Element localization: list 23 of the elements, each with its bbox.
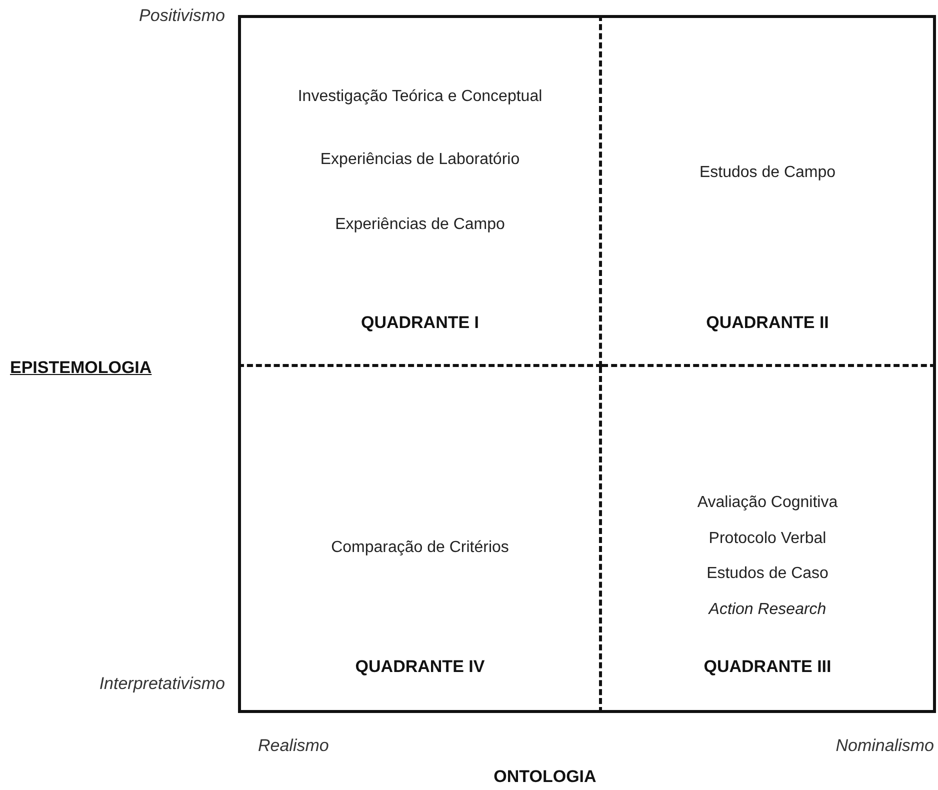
quadrant-panel [602,367,936,713]
method-label: Avaliação Cognitiva [697,494,838,512]
axis-end-label: Nominalismo [836,736,934,756]
quadrant-panel [238,15,602,367]
axis-title: ONTOLOGIA [494,767,596,787]
axis-end-label: Positivismo [139,6,225,26]
method-label: Estudos de Caso [706,565,828,583]
method-label: Investigação Teórica e Conceptual [298,88,542,106]
method-label: Protocolo Verbal [708,530,826,548]
method-label: Experiências de Laboratório [320,151,520,169]
quadrant-heading: QUADRANTE IV [355,657,485,677]
method-label: Experiências de Campo [335,216,505,234]
axis-end-label: Realismo [258,736,329,756]
quadrant-heading: QUADRANTE III [704,657,832,677]
quadrant-panel [238,367,602,713]
quadrant-heading: QUADRANTE II [706,313,829,333]
method-label: Comparação de Critérios [331,539,509,557]
quadrant-panel [602,15,936,367]
method-label: Action Research [708,601,826,619]
method-label: Estudos de Campo [699,164,836,182]
quadrant-heading: QUADRANTE I [360,313,480,333]
axis-end-label: Interpretativismo [99,674,225,694]
axis-title: EPISTEMOLOGIA [10,358,152,378]
